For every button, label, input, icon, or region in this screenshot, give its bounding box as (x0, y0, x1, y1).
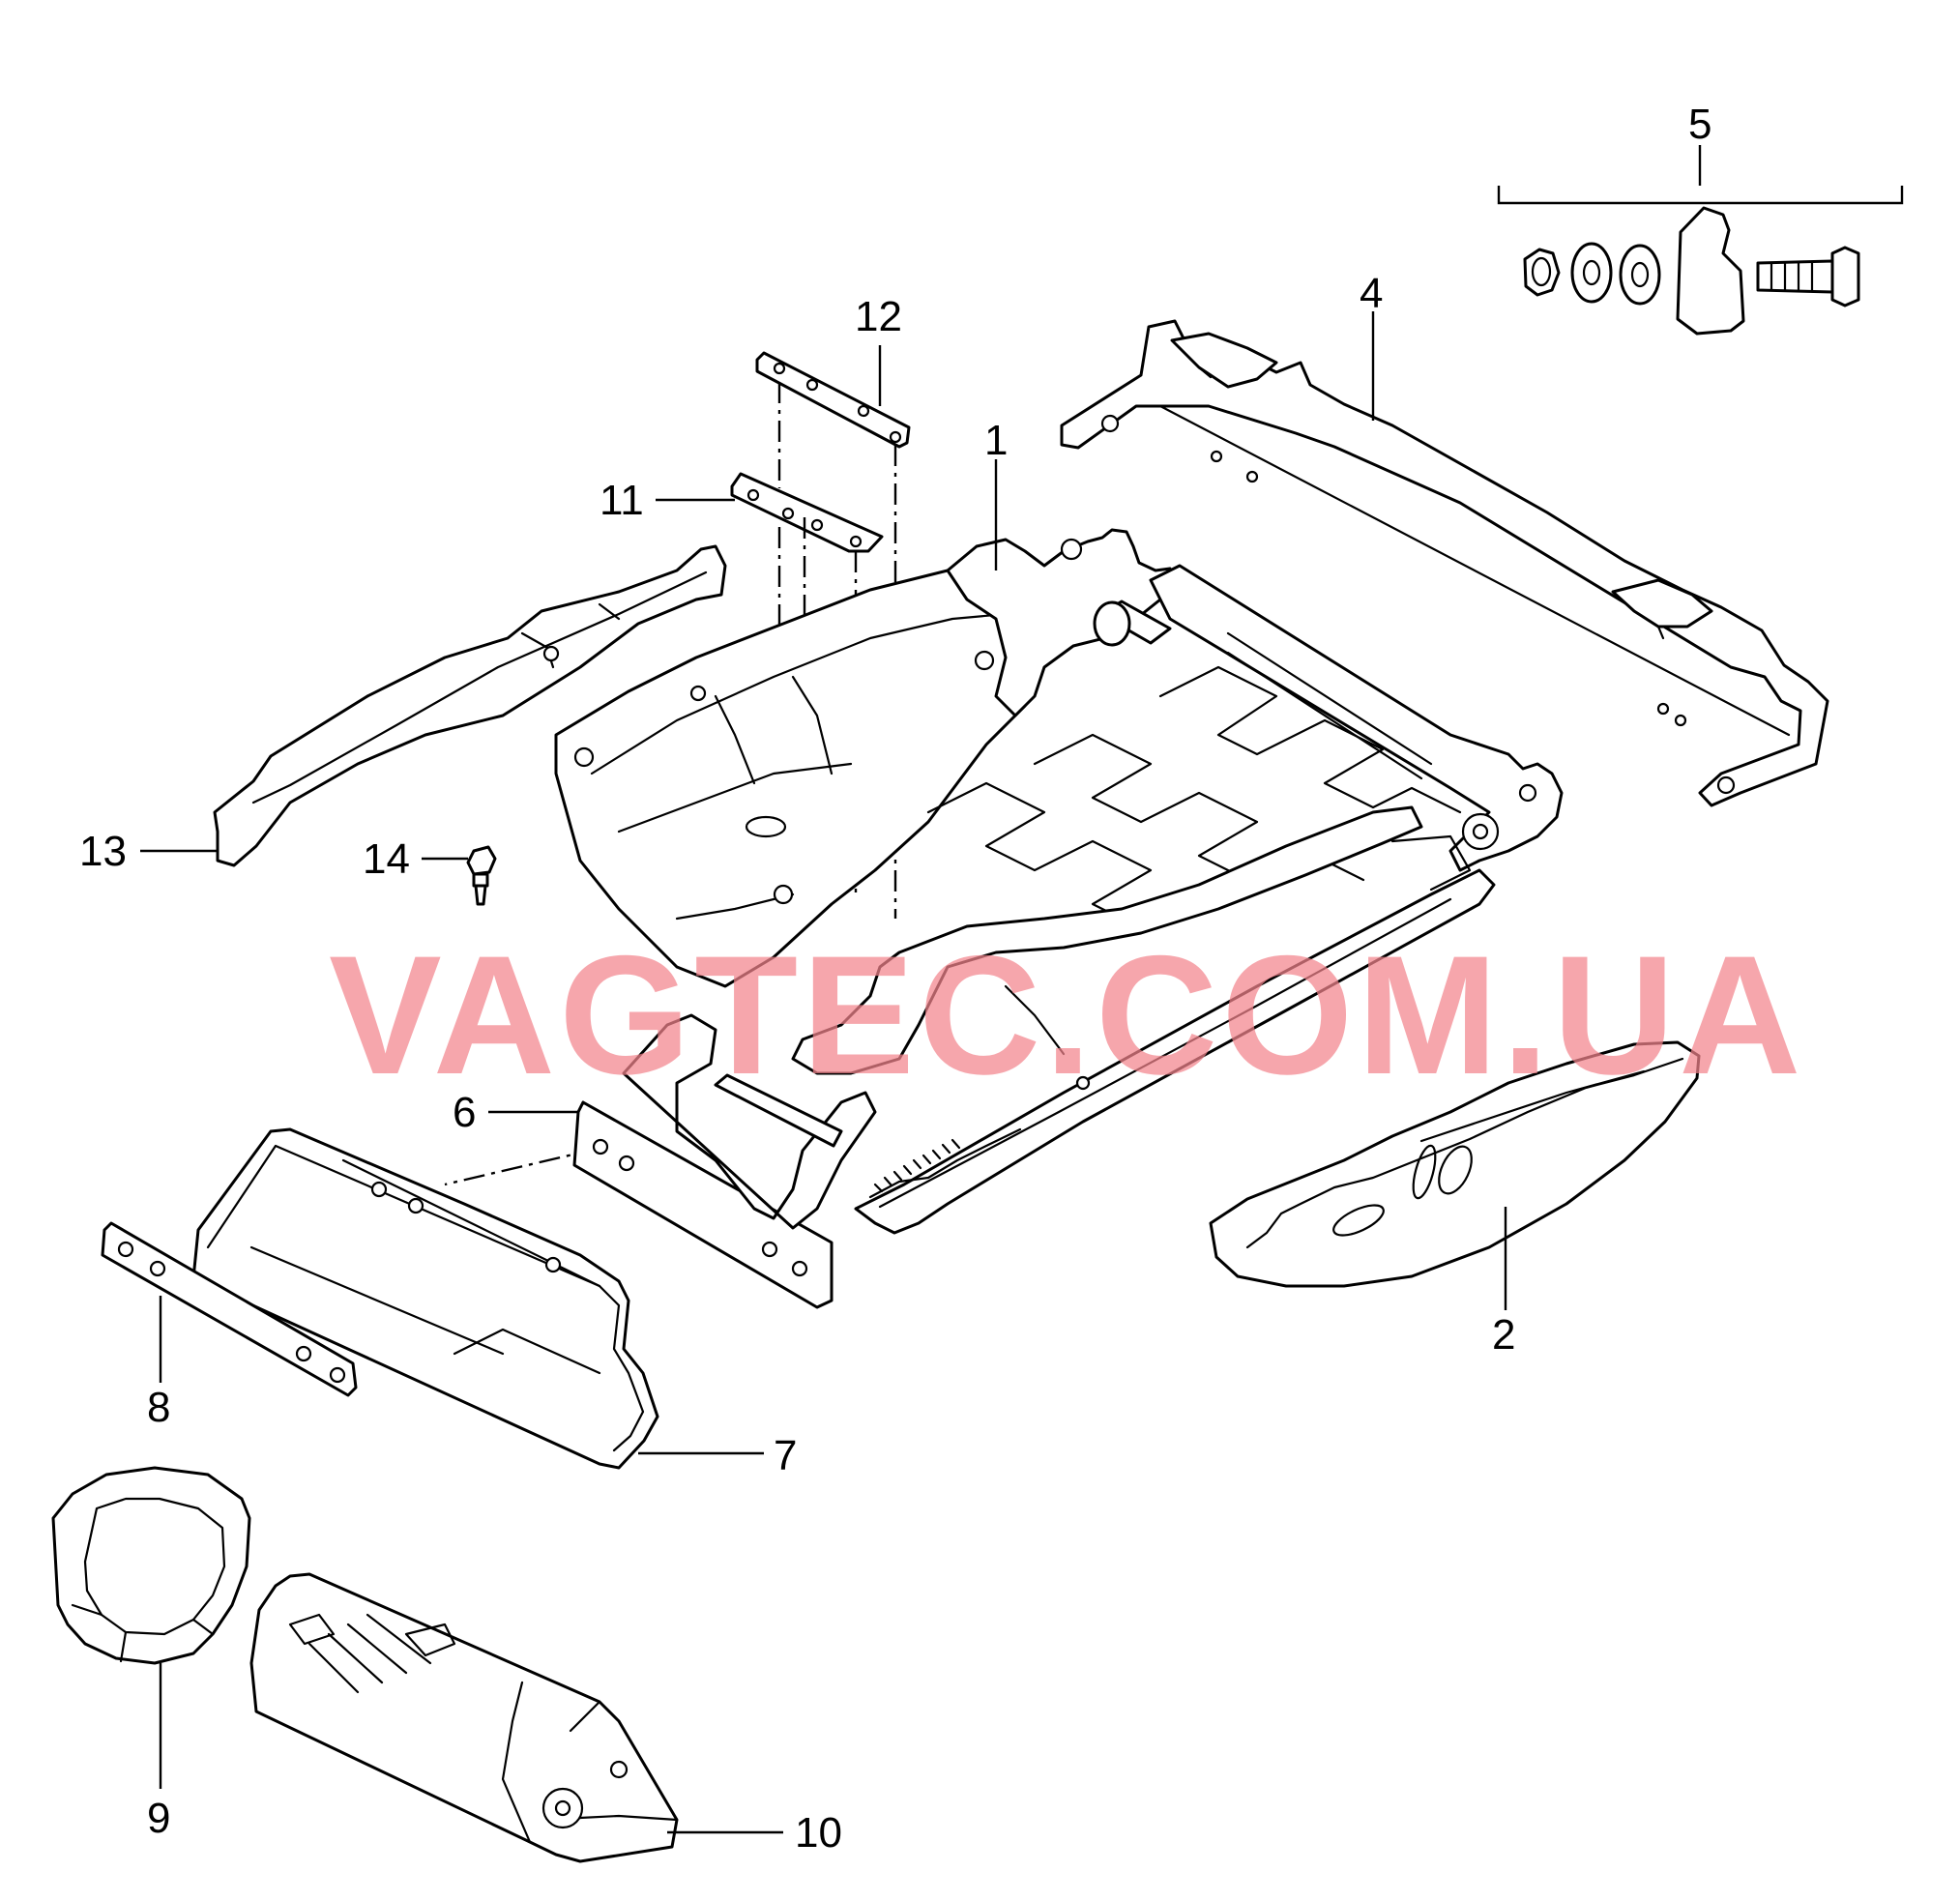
callout-11: 11 (600, 477, 644, 524)
part-9-ring (51, 1466, 251, 1789)
callout-1: 1 (984, 417, 1008, 464)
callout-13: 13 (79, 828, 127, 875)
part-6-bracket (488, 1013, 877, 1309)
part-14-screw (422, 845, 497, 906)
callout-12: 12 (855, 293, 902, 340)
part-11-lower-plate (730, 472, 884, 553)
part-4-rear-crossbar (1060, 319, 1829, 807)
part-12-upper-plate (755, 351, 911, 449)
leader-lines (656, 311, 1375, 570)
callout-4: 4 (1360, 270, 1383, 317)
callout-6: 6 (453, 1089, 476, 1136)
callout-7: 7 (774, 1432, 797, 1479)
callout-14: 14 (363, 835, 410, 883)
part-7-cover-tray (191, 1127, 764, 1470)
callout-labels: 1 2 4 5 6 7 8 9 10 11 12 13 14 (79, 101, 1711, 1857)
seat-rail (854, 868, 1496, 1235)
part-1-seat-frame (554, 528, 1564, 1075)
part-13-side-rail (140, 544, 727, 867)
part-2-side-trim (1209, 1040, 1701, 1310)
part-10-cylinder-tool (249, 1572, 783, 1863)
callout-9: 9 (147, 1795, 170, 1842)
part-8-strip (101, 1221, 358, 1397)
callout-2: 2 (1492, 1311, 1515, 1359)
callout-10: 10 (795, 1809, 842, 1857)
watermark: VAGTEC.COM.UA (329, 921, 1805, 1110)
callout-8: 8 (147, 1384, 170, 1431)
part-5-bolt-set (1497, 145, 1904, 336)
callout-5: 5 (1688, 101, 1711, 148)
